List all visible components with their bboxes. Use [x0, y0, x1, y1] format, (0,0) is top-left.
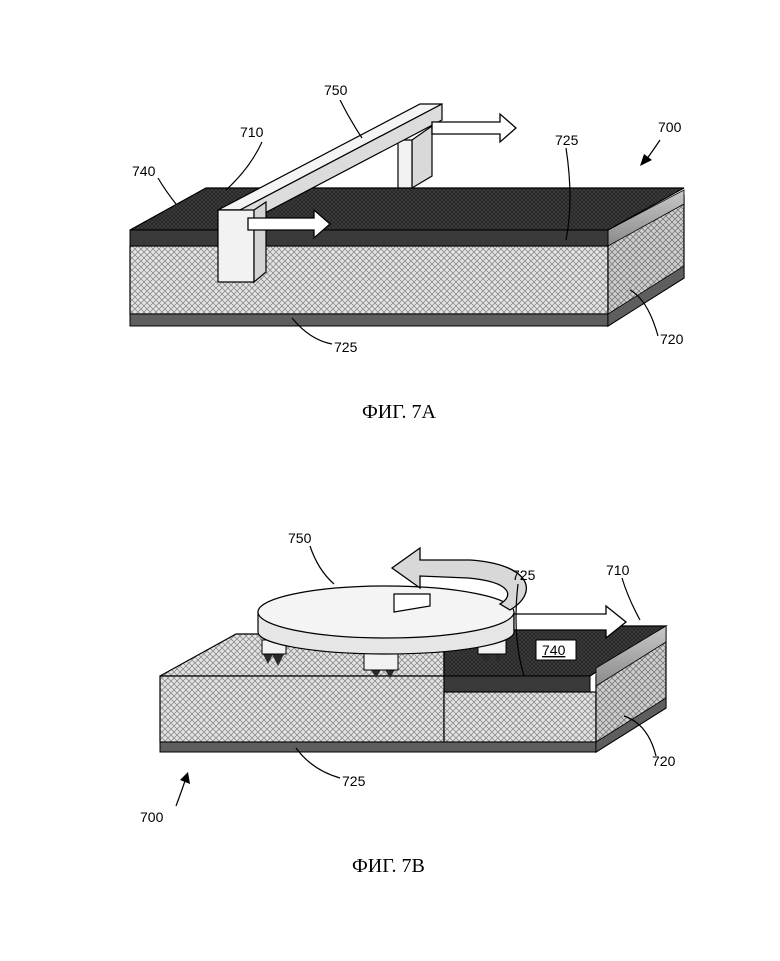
arrowhead-700a: [640, 154, 652, 166]
label-750a: 750: [324, 82, 348, 98]
leader-750a: [340, 100, 362, 138]
caption-fig-7a: ФИГ. 7А: [362, 401, 437, 423]
leader-700a: [646, 140, 660, 160]
label-700a: 700: [658, 119, 682, 135]
caption-fig-7b: ФИГ. 7В: [352, 855, 425, 877]
leader-710a: [226, 142, 262, 190]
label-725b-top: 725: [512, 567, 536, 583]
tool-750-rear-foot: [412, 126, 432, 188]
label-725a-bottom: 725: [334, 339, 358, 355]
label-740b: 740: [542, 642, 566, 658]
label-725b-bottom: 725: [342, 773, 366, 789]
leader-700b: [176, 778, 186, 806]
label-720a: 720: [660, 331, 684, 347]
tool-750-rear-foot-front: [398, 140, 412, 188]
label-710a: 710: [240, 124, 264, 140]
label-710b: 710: [606, 562, 630, 578]
leader-740a: [158, 178, 176, 204]
substrate-720b-front: [160, 676, 444, 742]
leader-750b: [310, 546, 334, 584]
tool-750b-disc-top: [258, 586, 514, 638]
figure-7b: 740 750 725 710 720 725 700 ФИГ. 7В: [140, 530, 676, 877]
label-720b: 720: [652, 753, 676, 769]
label-700b: 700: [140, 809, 164, 825]
figure-7a: 750 710 740 725 700 725 720 ФИГ. 7А: [130, 82, 684, 423]
label-725a-top: 725: [555, 132, 579, 148]
bottom-layer-725b-front: [160, 742, 596, 752]
substrate-720-front: [130, 246, 608, 314]
motion-arrow-upper: [432, 114, 516, 142]
label-750b: 750: [288, 530, 312, 546]
leader-710b: [622, 578, 640, 620]
top-layer-725-front: [130, 230, 608, 246]
label-740a: 740: [132, 163, 156, 179]
layer-740b-front: [444, 676, 590, 692]
tool-750-front-foot-side: [254, 202, 266, 282]
bottom-layer-725-front: [130, 314, 608, 326]
top-layer-740: [130, 188, 684, 230]
substrate-720b-front-right: [444, 692, 596, 742]
